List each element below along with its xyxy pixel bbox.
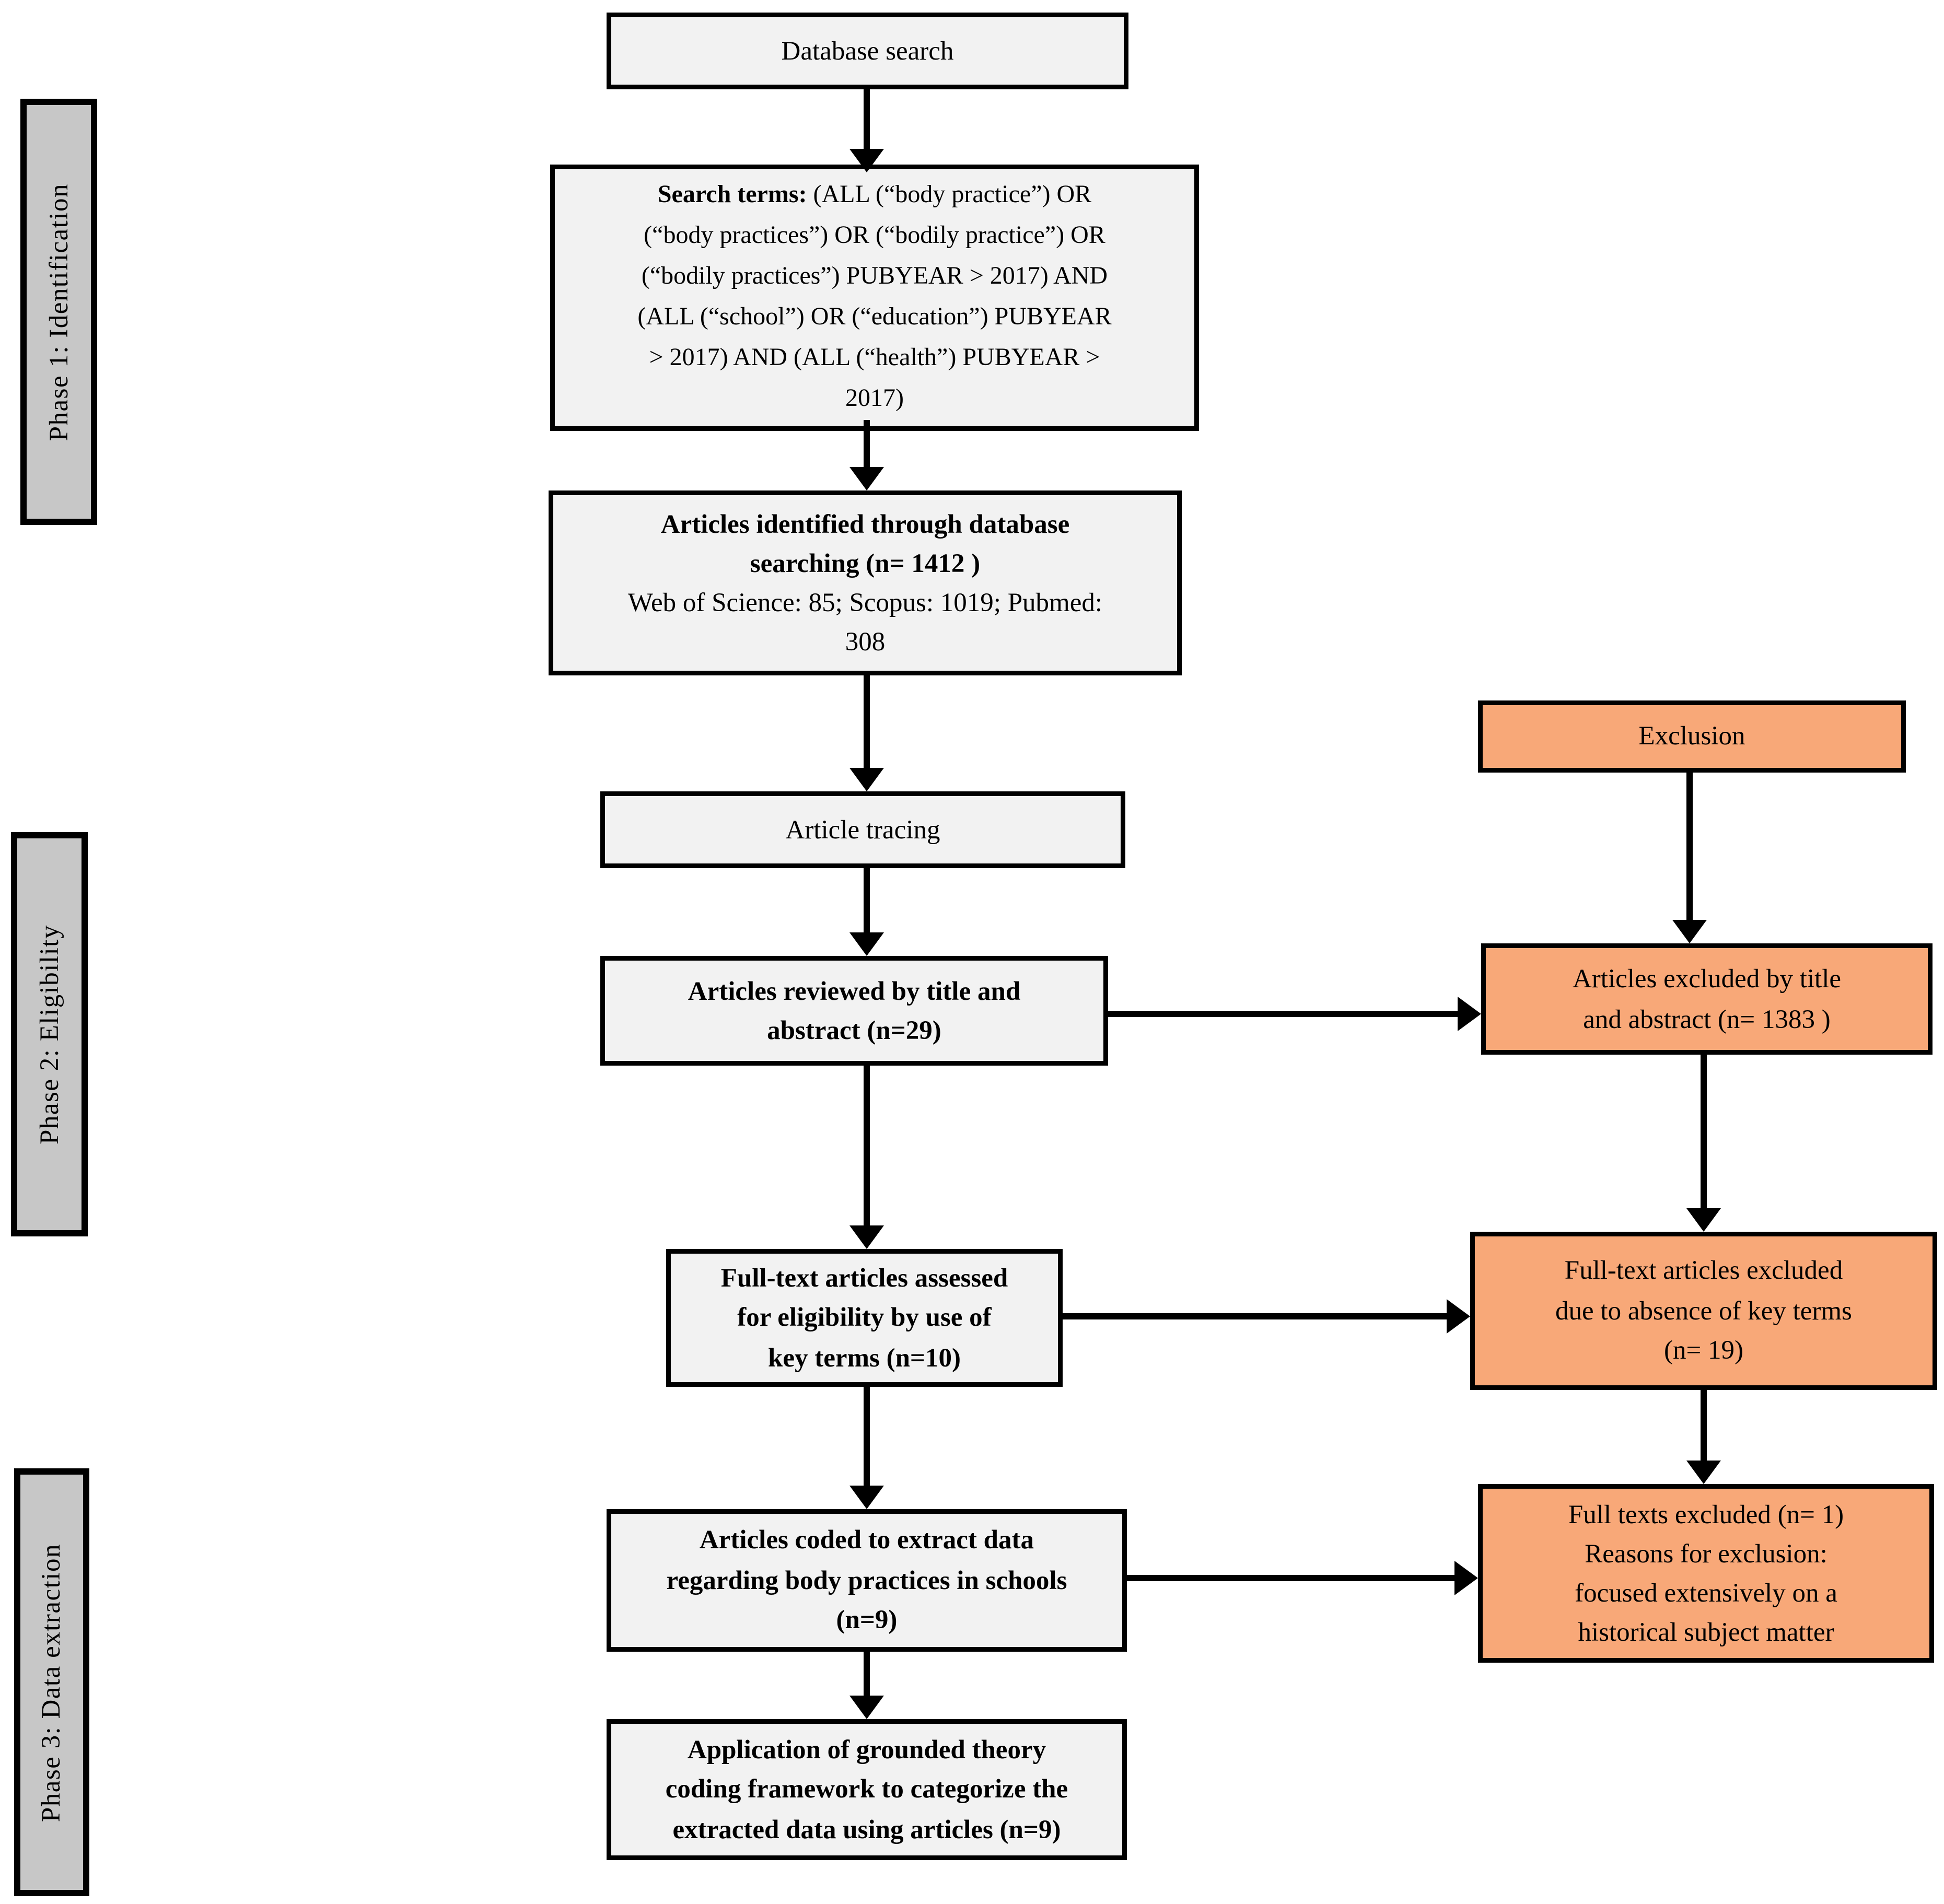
search-terms-text: Search terms: (ALL (“body practice”) OR … <box>637 176 1111 420</box>
articles-coded-box: Articles coded to extract data regarding… <box>607 1509 1127 1652</box>
arrow-down-exclusion-to-title-abstract <box>1672 773 1707 943</box>
arrowhead-down-icon <box>1672 920 1707 943</box>
arrow-shaft <box>1686 773 1693 923</box>
excluded-key-terms-text: Full-text articles excluded due to absen… <box>1555 1255 1852 1365</box>
arrow-down-identified-to-tracing <box>849 675 884 791</box>
articles-identified-content: Articles identified through database sea… <box>628 505 1102 661</box>
phase-1-identification-label: Phase 1: Identification <box>20 99 97 525</box>
arrow-down-key-terms-to-full-texts <box>1686 1390 1721 1484</box>
database-search-box: Database search <box>607 13 1128 89</box>
search-terms-box: Search terms: (ALL (“body practice”) OR … <box>550 165 1199 431</box>
articles-identified-box: Articles identified through database sea… <box>549 490 1182 675</box>
arrow-shaft <box>1701 1055 1707 1211</box>
arrow-shaft <box>864 89 870 152</box>
arrow-shaft <box>1108 1011 1461 1017</box>
arrowhead-down-icon <box>1686 1208 1721 1232</box>
arrow-down-assessed-to-coded <box>849 1387 884 1509</box>
excluded-title-abstract-box: Articles excluded by title and abstract … <box>1481 943 1933 1055</box>
exclusion-header-box: Exclusion <box>1478 700 1906 773</box>
arrow-right-coded-to-excluded <box>1127 1561 1478 1595</box>
arrow-shaft <box>864 868 870 936</box>
arrow-down-coded-to-grounded <box>849 1652 884 1719</box>
excluded-full-texts-text: Full texts excluded (n= 1) Reasons for e… <box>1568 1500 1844 1647</box>
exclusion-header-text: Exclusion <box>1638 721 1745 751</box>
arrow-right-assessed-to-excluded <box>1063 1299 1470 1334</box>
arrow-shaft <box>864 675 870 771</box>
arrow-down-tracing-to-reviewed <box>849 868 884 956</box>
arrowhead-down-icon <box>849 932 884 956</box>
arrow-down-title-abstract-to-key-terms <box>1686 1055 1721 1232</box>
arrowhead-down-icon <box>849 1696 884 1719</box>
phase-3-label-text: Phase 3: Data extraction <box>36 1543 66 1822</box>
articles-reviewed-box: Articles reviewed by title and abstract … <box>600 956 1108 1066</box>
arrow-shaft <box>864 1652 870 1699</box>
arrow-down-reviewed-to-assessed <box>849 1066 884 1249</box>
arrowhead-down-icon <box>849 768 884 791</box>
arrowhead-right-icon <box>1458 997 1481 1031</box>
arrow-down-db-to-terms <box>849 89 884 172</box>
fulltext-assessed-box: Full-text articles assessed for eligibil… <box>666 1249 1063 1387</box>
grounded-theory-box: Application of grounded theory coding fr… <box>607 1719 1127 1860</box>
phase-2-label-text: Phase 2: Eligibility <box>33 924 64 1144</box>
excluded-full-texts-box: Full texts excluded (n= 1) Reasons for e… <box>1478 1484 1934 1663</box>
grounded-theory-text: Application of grounded theory coding fr… <box>665 1734 1068 1844</box>
arrow-shaft <box>1127 1575 1458 1581</box>
arrow-shaft <box>864 1066 870 1229</box>
fulltext-assessed-text: Full-text articles assessed for eligibil… <box>720 1263 1008 1373</box>
arrowhead-right-icon <box>1447 1299 1470 1334</box>
arrow-shaft <box>864 420 870 470</box>
database-search-text: Database search <box>781 36 954 66</box>
articles-identified-title: Articles identified through database sea… <box>660 509 1070 578</box>
article-tracing-box: Article tracing <box>600 791 1125 868</box>
arrowhead-down-icon <box>849 149 884 172</box>
articles-identified-sources: Web of Science: 85; Scopus: 1019; Pubmed… <box>627 588 1103 657</box>
arrow-down-terms-to-identified <box>849 420 884 490</box>
arrow-shaft <box>864 1387 870 1489</box>
arrow-shaft <box>1063 1313 1450 1319</box>
search-terms-query: (ALL (“body practice”) OR (“body practic… <box>637 182 1112 412</box>
arrowhead-down-icon <box>849 1486 884 1509</box>
arrowhead-down-icon <box>1686 1461 1721 1484</box>
excluded-title-abstract-text: Articles excluded by title and abstract … <box>1572 964 1842 1034</box>
search-terms-lead: Search terms: <box>657 182 807 208</box>
phase-1-label-text: Phase 1: Identification <box>43 183 73 441</box>
arrowhead-right-icon <box>1454 1561 1478 1595</box>
articles-reviewed-text: Articles reviewed by title and abstract … <box>688 975 1021 1046</box>
arrowhead-down-icon <box>849 467 884 490</box>
article-tracing-text: Article tracing <box>785 814 940 845</box>
phase-3-data-extraction-label: Phase 3: Data extraction <box>14 1468 89 1896</box>
arrowhead-down-icon <box>849 1225 884 1249</box>
articles-coded-text: Articles coded to extract data regarding… <box>666 1525 1067 1635</box>
phase-2-eligibility-label: Phase 2: Eligibility <box>11 832 88 1236</box>
excluded-key-terms-box: Full-text articles excluded due to absen… <box>1470 1232 1937 1390</box>
arrow-right-reviewed-to-excluded <box>1108 997 1481 1031</box>
arrow-shaft <box>1701 1390 1707 1464</box>
